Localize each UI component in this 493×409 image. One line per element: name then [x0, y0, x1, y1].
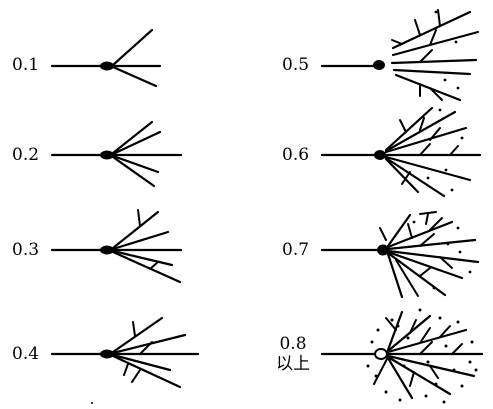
- level-label-0-4: 0.4: [12, 344, 40, 364]
- level-label-0-8: 0.8: [279, 334, 307, 354]
- branch-pattern-0-2: [50, 120, 183, 188]
- level-label-0-8-suffix: 以上: [276, 354, 310, 374]
- branch-pattern-0-1: [50, 28, 162, 88]
- branch-pattern-0-6: [320, 106, 482, 198]
- branch-pattern-0-8: [320, 308, 484, 404]
- level-label-0-3: 0.3: [12, 240, 40, 260]
- branch-pattern-0-5: [320, 9, 480, 102]
- level-label-0-1: 0.1: [12, 55, 40, 75]
- level-label-0-5: 0.5: [282, 55, 310, 75]
- level-label-0-7: 0.7: [282, 240, 310, 260]
- stray-dot: [91, 402, 93, 404]
- level-label-0-2: 0.2: [12, 145, 40, 165]
- level-label-0-6: 0.6: [282, 145, 310, 165]
- branch-pattern-0-3: [50, 209, 183, 284]
- level-label-0-8-group: 0.8 以上: [276, 334, 310, 374]
- branch-pattern-0-4: [50, 316, 200, 389]
- branch-pattern-0-7: [320, 211, 480, 299]
